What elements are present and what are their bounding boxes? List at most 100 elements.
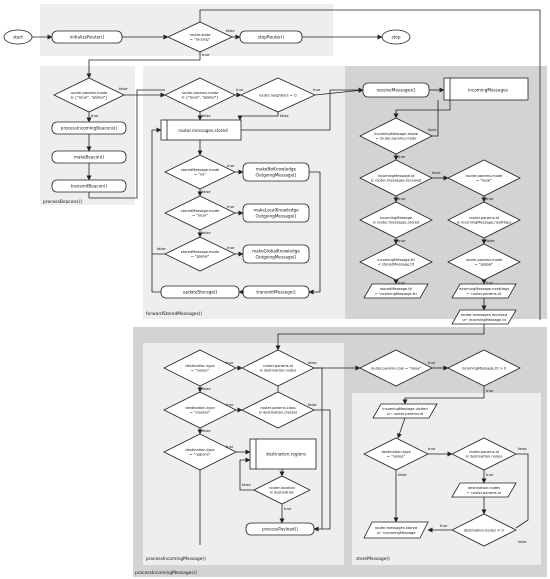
edge-label-true: true xyxy=(227,205,235,209)
sm-dest-nodes-label-2: = "nodes" xyxy=(387,455,406,459)
dest-nodes-assign-node xyxy=(451,482,517,498)
router-state-label: router.state xyxy=(190,33,212,37)
assign-nexthops-label: incomingMessage.nextHops xyxy=(459,287,510,291)
edge xyxy=(237,112,279,121)
assign-nexthops-label-2: ← router.params.id xyxy=(467,292,501,296)
edge-label-true: true xyxy=(486,473,494,477)
edge-label-true: true xyxy=(398,239,406,243)
edge-label-true: true xyxy=(226,361,234,365)
im-mode-label-2: = router.params.mode xyxy=(376,137,418,141)
stored-assign-node xyxy=(363,521,429,539)
edge-label-false: false xyxy=(486,239,495,243)
edge-label-true: true xyxy=(398,197,406,201)
assign-ttl-label: storedMessage.ttl xyxy=(380,287,412,291)
edge-label-true: true xyxy=(440,524,448,528)
start-label: start xyxy=(13,35,23,40)
make-no-label-2: OutgoingMessage() xyxy=(256,173,297,178)
edge xyxy=(515,453,529,529)
edge-label-false: false xyxy=(202,190,211,194)
edge-label-true: true xyxy=(284,507,292,511)
edge xyxy=(314,87,364,96)
dest-empty-label: destination.nodes ≠ ∅ xyxy=(464,529,505,533)
stop-label: stop xyxy=(391,35,400,40)
edge-label-false: false xyxy=(308,361,317,365)
transmit-beacon-label: transmitBeacon() xyxy=(71,184,108,189)
rp-id-dest-label: router.params.id xyxy=(263,364,293,368)
rp-class-label: router.params.class xyxy=(260,406,296,410)
make-beacon-label: makeBeacon() xyxy=(74,155,105,160)
sm-rp-id-label-2: ∈ destination.nodes xyxy=(466,455,503,459)
stored-assign-label: router.messages.stored xyxy=(375,526,417,530)
router-state-label-2: = "routing" xyxy=(190,38,211,42)
edge xyxy=(199,9,541,320)
fs-mode-label: router.params.mode xyxy=(182,91,219,95)
transmit-message-label: transmitMessage() xyxy=(256,290,296,295)
edge-label-true: true xyxy=(486,389,494,393)
make-global-label: makeGlobalKnowledge xyxy=(252,249,300,254)
recv-assign-label-2: ∪← incomingMessage.id xyxy=(462,318,505,322)
make-local-label: makeLocalKnowledge xyxy=(253,208,299,213)
edge-label-true: true xyxy=(428,361,436,365)
edge-label-false: false xyxy=(398,473,407,477)
im-received-label-2: ∈ router.messages.received xyxy=(371,179,422,183)
edge-label-true: true xyxy=(313,88,321,92)
assign-nexthops-node xyxy=(451,283,517,299)
edge xyxy=(308,171,321,295)
edge xyxy=(314,367,323,529)
dest-nodes-assign-label-2: ← router.params.id xyxy=(467,491,501,495)
im-stored-label-2: ∈ router.messages.stored xyxy=(373,221,420,225)
stored-no-label: storedMessage.mode xyxy=(181,168,220,172)
stored-global-label-2: = "global" xyxy=(191,255,210,259)
decision-dest-empty xyxy=(451,513,517,547)
edge-label-false: false xyxy=(280,114,289,118)
dest-regions-label-2: = "regions" xyxy=(190,453,211,457)
visited-assign-node xyxy=(372,403,438,419)
edge-labels: false true true false true false true fa… xyxy=(91,29,527,544)
panel-label-store-message: storeMessage() xyxy=(356,556,390,562)
edge-label-true: true xyxy=(236,88,244,92)
dest-regions-label: destination.type xyxy=(185,448,215,452)
edge-label-true: true xyxy=(486,281,494,285)
im-received-label: incomingMessage.id xyxy=(378,174,415,178)
im-stored-label: incomingMessage xyxy=(380,216,413,220)
decision-stored-global xyxy=(164,236,236,272)
edge-label-false: false xyxy=(308,403,317,407)
edge xyxy=(88,89,165,199)
ttl-positive-label: incomingMessage.ttl > 0 xyxy=(462,367,508,371)
edge-label-false: false xyxy=(518,447,527,451)
stored-assign-label-2: ∪← incomingMessage xyxy=(376,531,416,535)
dest-classes-label: destination.type xyxy=(185,406,215,410)
rp-id-dest-label-2: ∈ destination.nodes xyxy=(260,369,297,373)
edge-label-true: true xyxy=(428,447,436,451)
edge-label-true: true xyxy=(226,445,234,449)
rp-mode-local-label-2: = "local" xyxy=(476,179,492,183)
edge-label-true: true xyxy=(398,281,406,285)
rp-class-label-2: ∈ destination.classes xyxy=(259,411,298,415)
edge-label-true: true xyxy=(226,403,234,407)
assign-ttl-label-2: ← incomingMessage.ttl xyxy=(375,292,416,296)
edge xyxy=(432,100,439,137)
edge xyxy=(241,87,364,131)
location-label: router.location xyxy=(269,486,295,490)
dest-nodes-assign-label: destination.nodes xyxy=(468,486,500,490)
stop-router-label: stopRouter() xyxy=(258,35,285,40)
pb-mode-label: router.params.mode xyxy=(71,91,108,95)
panel-store-message xyxy=(352,393,541,565)
panel-receive xyxy=(345,66,547,319)
edge-label-true: true xyxy=(486,197,494,201)
edge xyxy=(151,254,161,293)
process-payload-label: processPayload() xyxy=(262,527,298,532)
neighbors-label: router.neighbors = ∅ xyxy=(259,94,297,98)
assign-ttl-node xyxy=(363,283,429,299)
edge-label-false: false xyxy=(202,429,211,433)
edge-label-false: false xyxy=(119,87,128,91)
location-label-2: ∈ destination xyxy=(270,491,294,495)
edge-label-false: false xyxy=(226,29,235,33)
incoming-messages-label: incomingMessages xyxy=(468,88,508,93)
edge-label-false: false xyxy=(202,231,211,235)
edge-label-false: false xyxy=(202,387,211,391)
edge-label-true: true xyxy=(227,246,235,250)
make-local-label-2: OutgoingMessage() xyxy=(256,214,297,219)
visited-label-2: ∪← router.params.id xyxy=(387,412,424,416)
